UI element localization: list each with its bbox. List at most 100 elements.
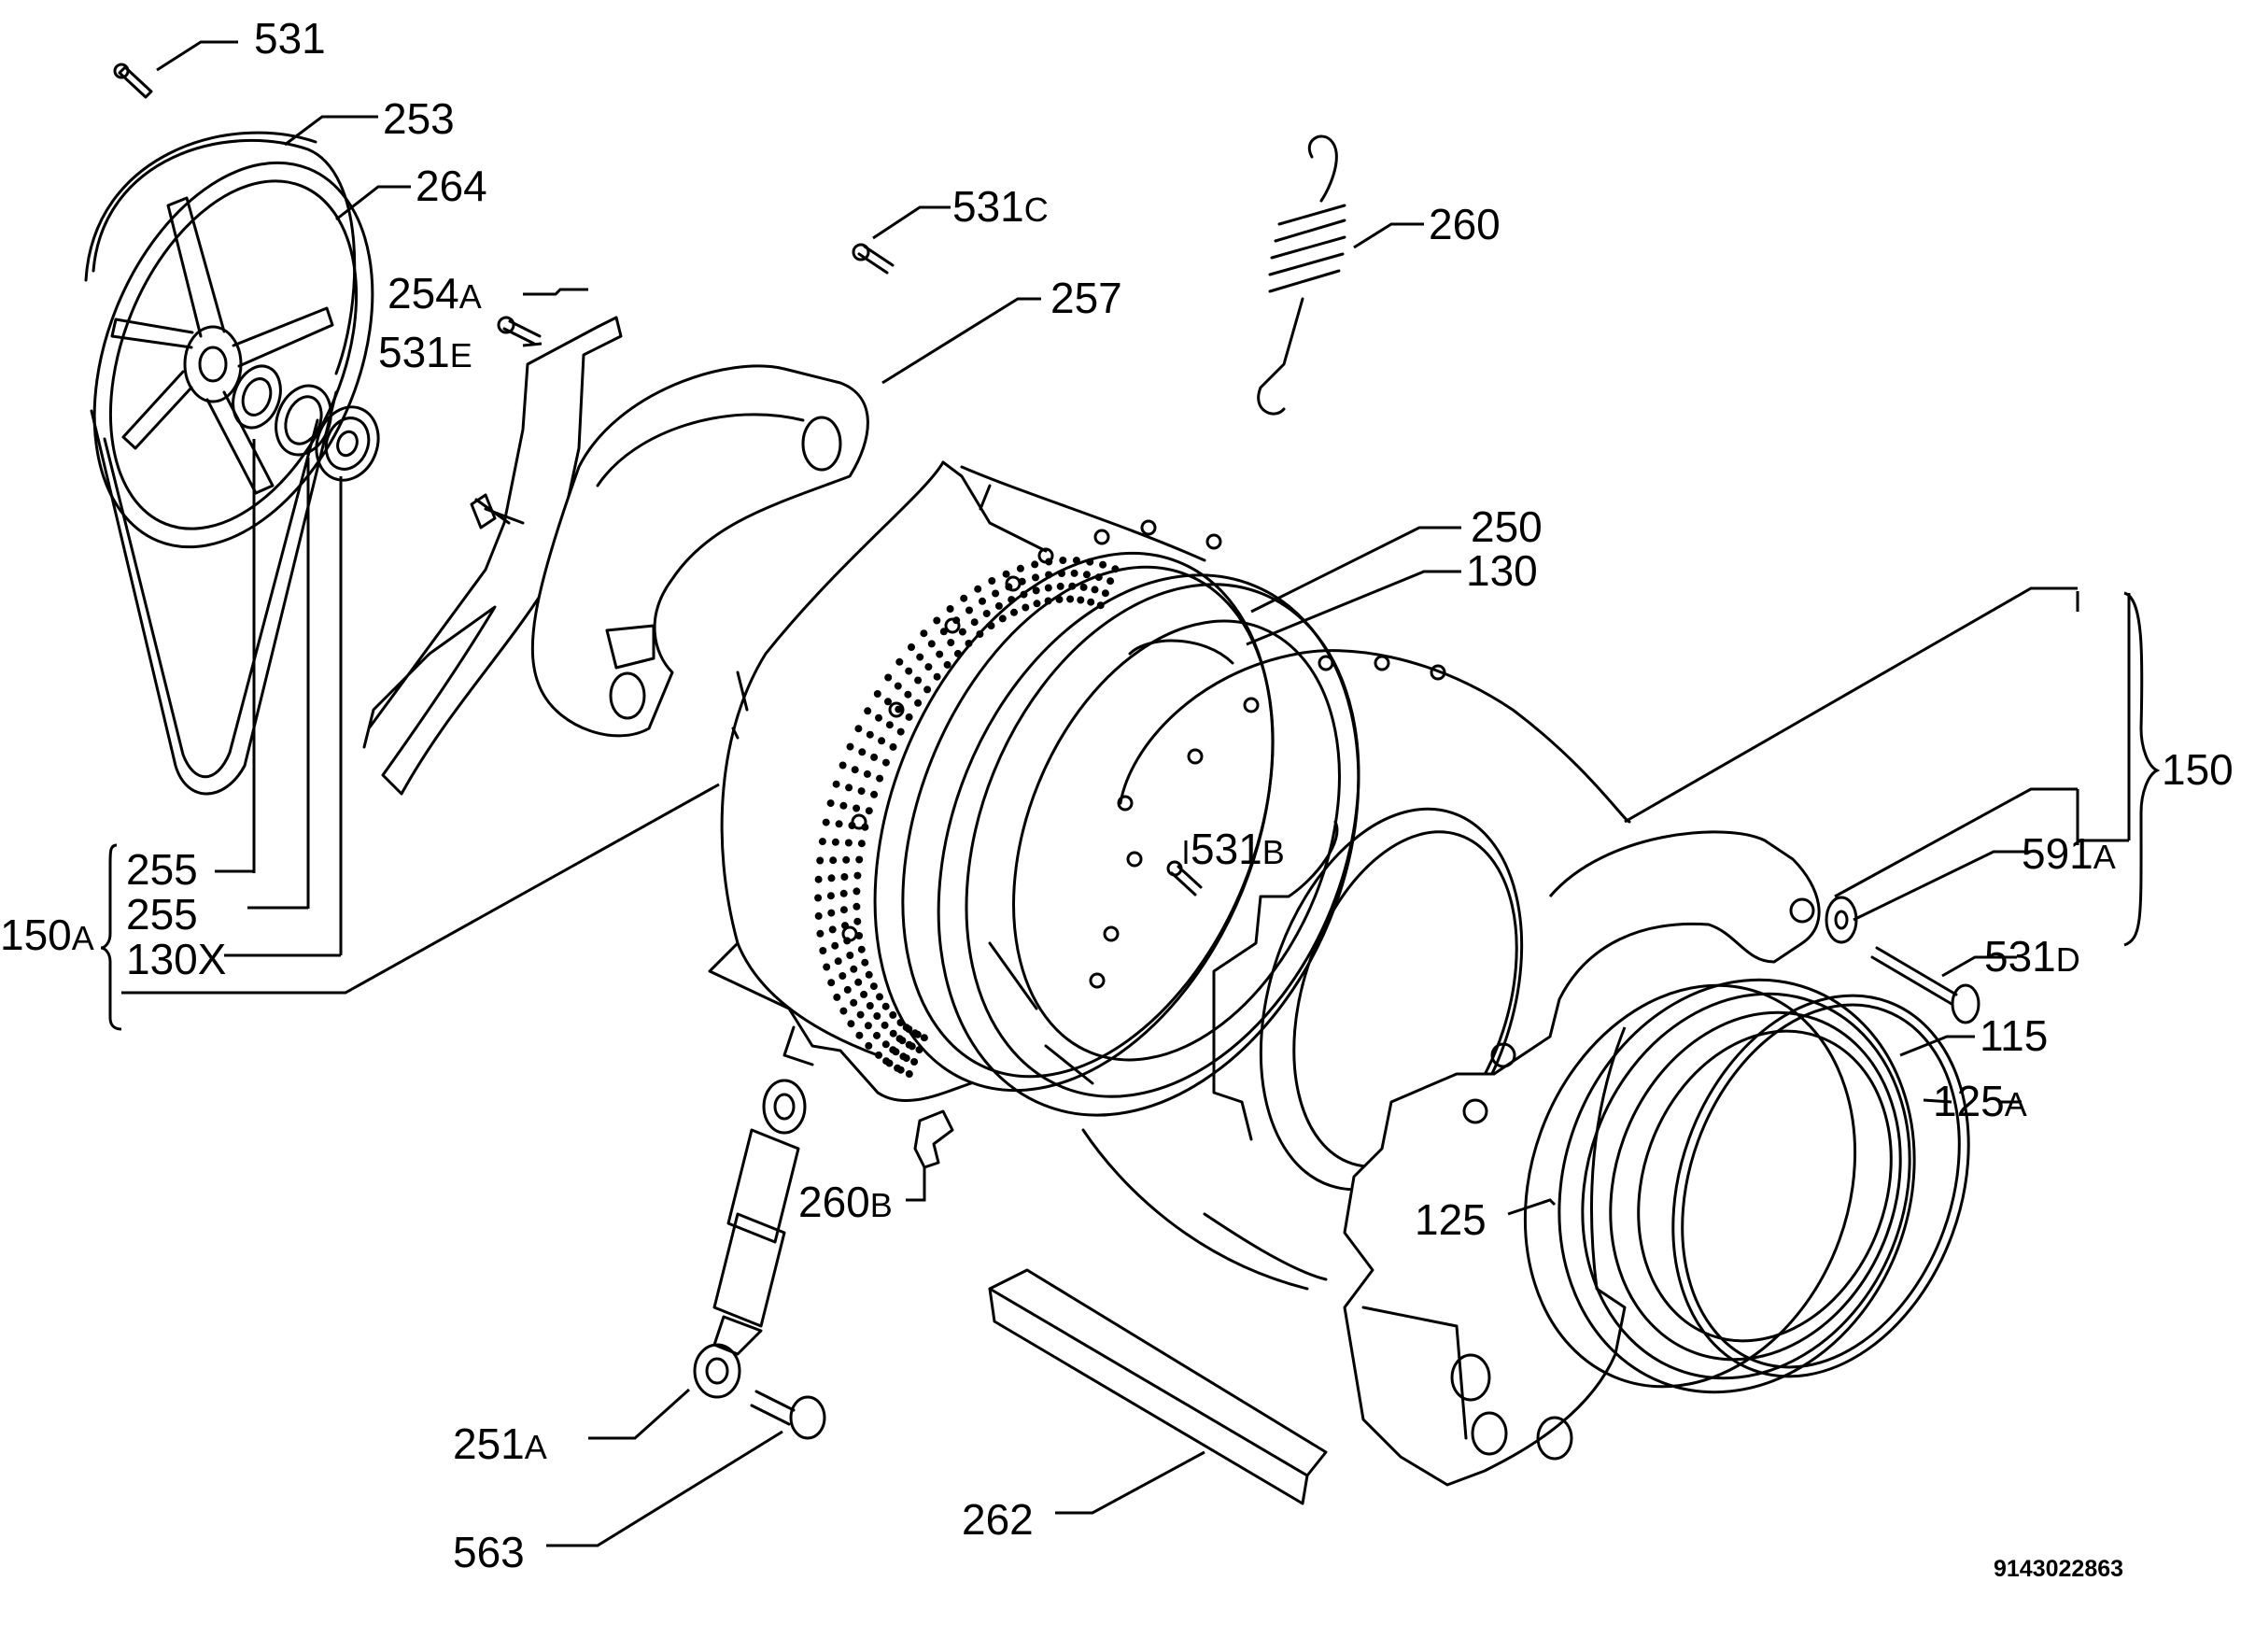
perforation-hole xyxy=(848,822,856,829)
perforation-hole xyxy=(881,1002,890,1010)
perforation-hole xyxy=(1045,571,1053,579)
perforation-hole xyxy=(873,690,881,698)
perforation-hole xyxy=(876,993,883,1001)
perforation-hole xyxy=(876,774,884,783)
seal-255-a xyxy=(232,364,282,430)
perforation-hole xyxy=(864,1022,872,1030)
perforation-hole xyxy=(839,1007,848,1015)
label-531e: 531E xyxy=(378,328,472,376)
label-531c: 531C xyxy=(952,182,1049,231)
perforation-hole xyxy=(846,742,854,751)
bolt-531d xyxy=(1870,946,1980,1024)
perforation-hole xyxy=(870,753,879,761)
leader-lines xyxy=(100,40,2161,1547)
spring-260 xyxy=(1257,134,1346,416)
label-250: 250 xyxy=(1471,502,1543,551)
perforation-hole xyxy=(920,1034,928,1042)
perforation-hole xyxy=(933,672,941,681)
perforation-hole xyxy=(828,925,837,934)
perforation-hole xyxy=(1068,582,1077,590)
perforation-hole xyxy=(861,823,869,831)
perforation-hole xyxy=(826,799,835,808)
perforation-hole xyxy=(889,1010,897,1019)
perforation-hole xyxy=(827,874,836,882)
perforation-hole xyxy=(850,965,858,973)
perforation-hole xyxy=(982,610,991,617)
perforation-hole xyxy=(816,929,825,938)
perforation-hole xyxy=(953,649,962,657)
perforation-hole xyxy=(863,770,871,778)
screw-531c xyxy=(852,243,895,275)
perforation-hole xyxy=(857,945,866,953)
perforation-hole xyxy=(839,906,848,914)
perforation-hole xyxy=(976,630,984,638)
label-251a: 251A xyxy=(453,1419,547,1468)
shock-absorber-251a xyxy=(693,1079,807,1399)
perforation-hole xyxy=(839,889,848,897)
bearing-130x xyxy=(315,405,380,482)
perforation-hole xyxy=(839,801,848,810)
perforation-hole xyxy=(1010,608,1018,616)
label-260: 260 xyxy=(1429,200,1501,248)
perforation-hole xyxy=(864,707,872,715)
tub-rear-half xyxy=(708,460,1222,1102)
perforation-hole xyxy=(1005,583,1013,591)
label-115: 115 xyxy=(1980,1011,2048,1060)
perforation-hole xyxy=(889,1046,897,1054)
perforation-hole xyxy=(1033,600,1041,608)
perforation-hole xyxy=(1091,586,1099,594)
perforation-hole xyxy=(939,628,948,636)
perforation-hole xyxy=(881,1021,889,1029)
perforation-hole xyxy=(856,1010,865,1019)
perforation-hole xyxy=(843,937,852,945)
perforation-hole xyxy=(835,820,843,828)
perforation-hole xyxy=(819,947,827,954)
perforation-hole xyxy=(1022,603,1030,612)
clamp-ring-125 xyxy=(1523,983,1857,1389)
drum-front-ring-130 xyxy=(937,573,1360,1117)
perforation-hole xyxy=(936,650,944,658)
perforation-hole xyxy=(861,958,869,967)
perforation-hole xyxy=(1059,557,1067,564)
perforation-hole xyxy=(857,787,866,796)
perforation-hole xyxy=(905,1070,913,1078)
perforation-hole xyxy=(1020,590,1028,599)
perforation-hole xyxy=(965,640,973,647)
perforation-hole xyxy=(904,690,912,699)
perforation-hole xyxy=(894,1064,902,1072)
perforation-hole xyxy=(853,887,861,896)
perforation-hole xyxy=(987,622,995,630)
label-264: 264 xyxy=(416,162,487,210)
screw-531b xyxy=(1166,860,1203,897)
perforation-hole xyxy=(878,737,886,745)
perforation-hole xyxy=(914,699,923,707)
perforation-hole xyxy=(994,601,1003,610)
perforation-hole xyxy=(834,957,842,966)
perforation-hole xyxy=(826,892,835,900)
label-125a: 125A xyxy=(1933,1077,2027,1125)
perforation-hole xyxy=(920,629,928,638)
tub-front-half-150 xyxy=(1081,649,1631,1291)
perforation-hole xyxy=(814,875,823,883)
perforation-hole xyxy=(905,1040,913,1049)
perforation-hole xyxy=(1016,564,1024,572)
perforation-hole xyxy=(1072,557,1080,565)
perforation-hole xyxy=(914,676,923,685)
perforation-hole xyxy=(1106,577,1115,586)
perforation-hole xyxy=(1044,597,1052,605)
perforation-hole xyxy=(866,730,874,739)
perforation-hole xyxy=(875,713,882,722)
perforation-hole xyxy=(992,589,1000,598)
perforation-hole xyxy=(1082,571,1091,579)
perforation-hole xyxy=(915,1046,923,1054)
perforation-hole xyxy=(979,597,986,605)
perforation-hole xyxy=(850,998,858,1007)
perforation-hole xyxy=(1101,589,1109,598)
label-125: 125 xyxy=(1415,1195,1487,1244)
perforation-hole xyxy=(899,1052,908,1061)
perforation-hole xyxy=(988,577,996,585)
clip-260b xyxy=(913,1109,954,1169)
perforation-hole xyxy=(1044,584,1052,592)
label-130x: 130X xyxy=(126,935,226,983)
perforation-hole xyxy=(1032,586,1040,595)
